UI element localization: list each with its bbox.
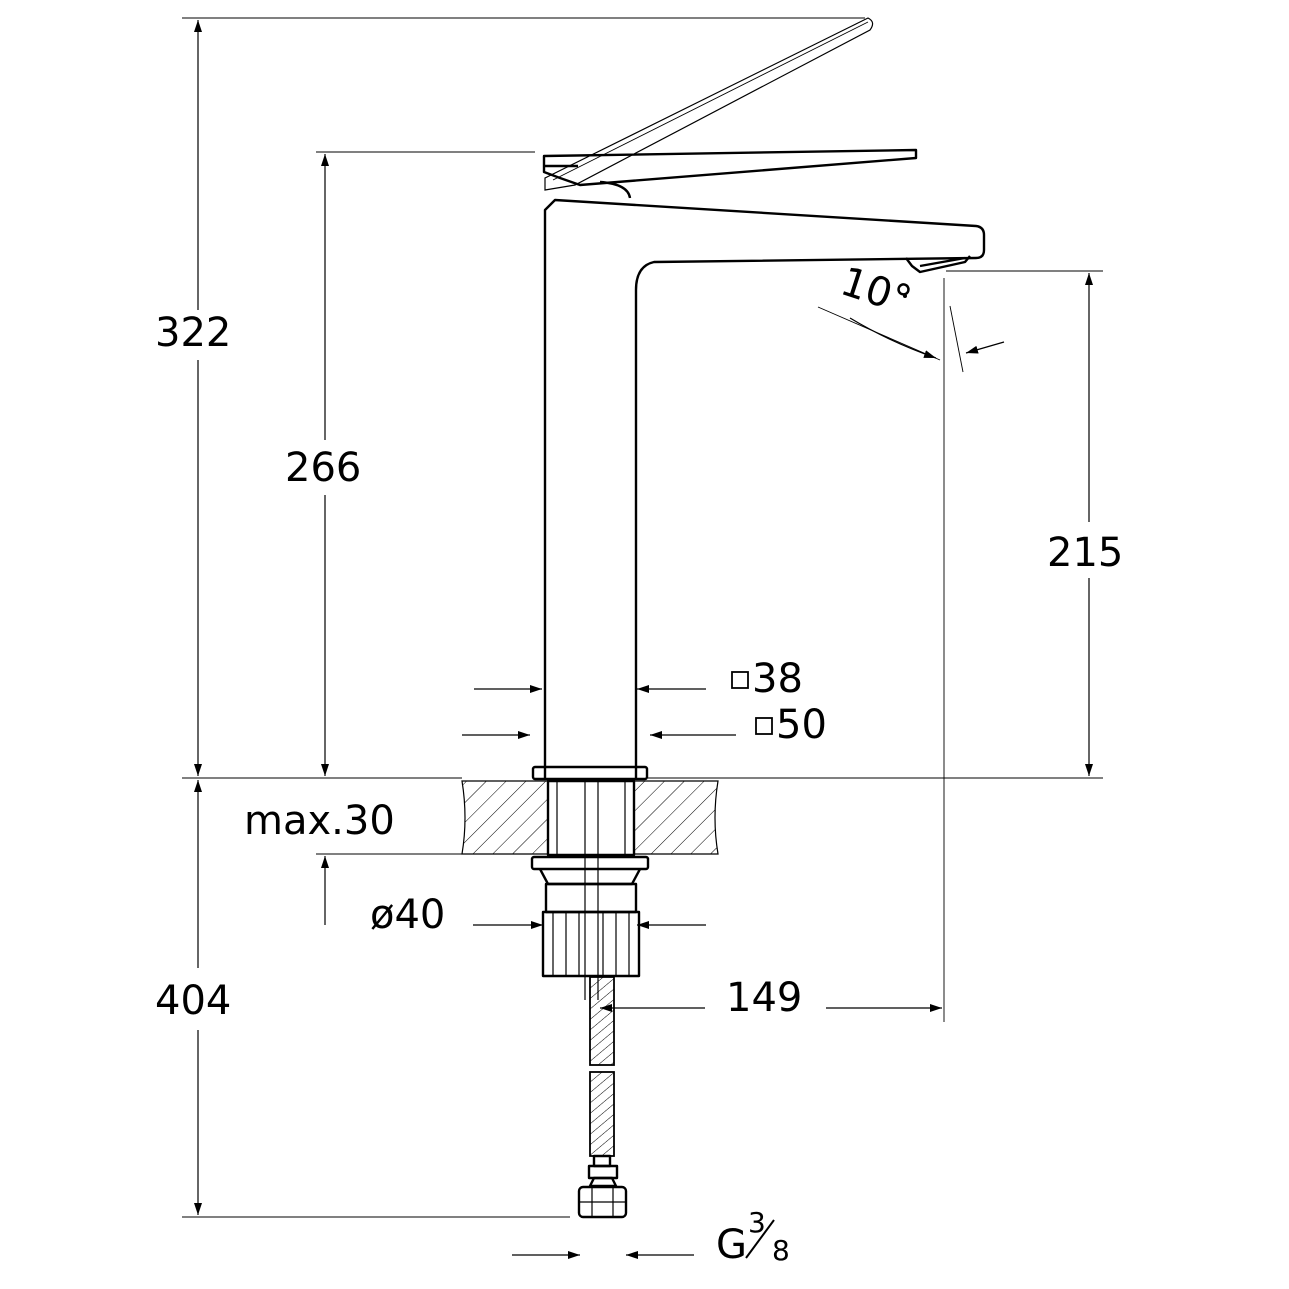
overall-height-label: 322 (155, 310, 231, 356)
square-38-label: 38 (731, 656, 803, 702)
svg-text:38: 38 (752, 656, 803, 702)
degree-dot (903, 294, 907, 298)
svg-text:G: G (716, 1222, 747, 1268)
svg-text:3: 3 (748, 1206, 766, 1239)
shank-diameter-label: ø40 (370, 892, 445, 938)
extension-lines (182, 17, 1103, 1218)
lever-angle-label: 10° (835, 259, 917, 325)
connection-thread-label: G 3 8 (716, 1206, 790, 1268)
flexible-hose (577, 976, 628, 1219)
square-symbol (731, 671, 749, 689)
spout-height-label: 215 (1047, 530, 1123, 576)
faucet-body (531, 17, 986, 781)
square-50-label: 50 (755, 702, 827, 748)
spout-reach-label: 149 (726, 975, 802, 1021)
svg-text:50: 50 (776, 702, 827, 748)
shank-assembly (530, 779, 650, 1000)
countertop-section (461, 780, 719, 855)
square-symbol (755, 717, 773, 735)
hose-length-label: 404 (155, 978, 231, 1024)
handle-height-label: 266 (285, 445, 361, 491)
dimension-lines (194, 20, 1093, 1259)
svg-text:8: 8 (772, 1234, 790, 1267)
max-thickness-label: max.30 (244, 798, 395, 844)
dimension-labels: 322 266 215 404 10° 38 50 max.30 ø40 149… (155, 259, 1123, 1268)
